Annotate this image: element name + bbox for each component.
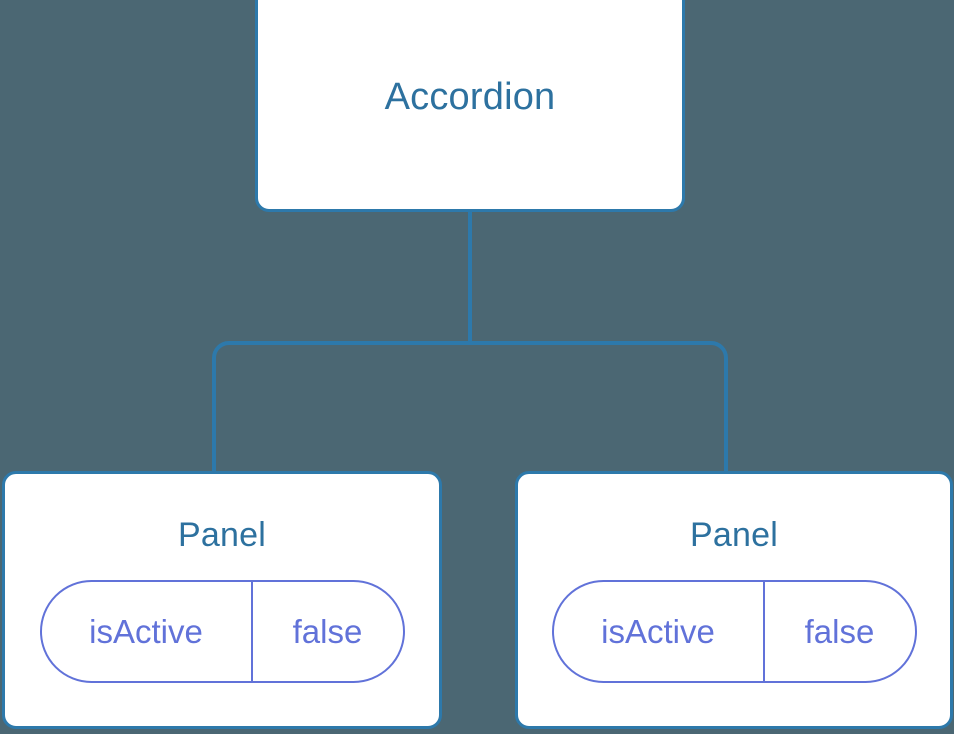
node-panel-left[interactable]: Panel isActive false	[2, 471, 442, 729]
node-accordion[interactable]: Accordion	[255, 0, 685, 212]
edge-root-to-panels	[212, 208, 728, 476]
prop-value-isactive-left: false	[292, 613, 363, 650]
prop-key-isactive-left: isActive	[42, 582, 253, 681]
node-panel-left-title: Panel	[178, 516, 266, 554]
prop-value-isactive-right: false	[804, 613, 875, 650]
node-accordion-title: Accordion	[384, 76, 556, 118]
prop-pill-isactive-left[interactable]: isActive false	[39, 580, 405, 683]
prop-pill-isactive-right[interactable]: isActive false	[551, 580, 917, 683]
node-panel-right[interactable]: Panel isActive false	[515, 471, 953, 729]
node-panel-right-title: Panel	[690, 516, 778, 554]
prop-key-isactive-right: isActive	[554, 582, 765, 681]
